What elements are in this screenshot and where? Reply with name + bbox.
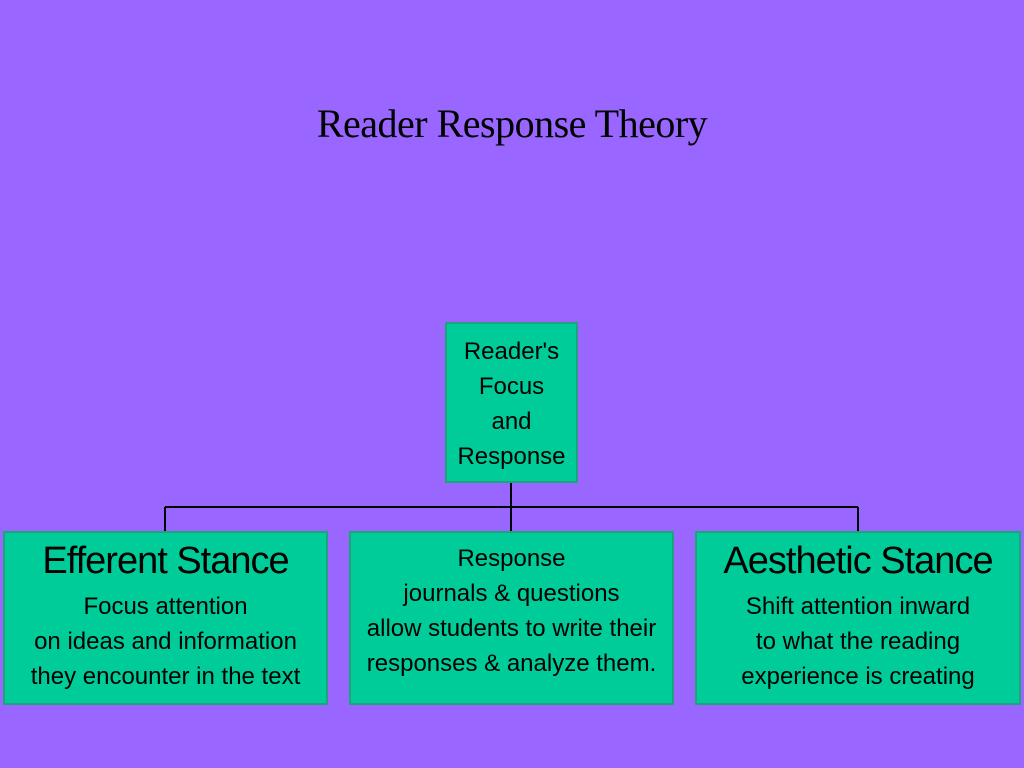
- response-line: allow students to write their: [366, 615, 657, 642]
- efferent-line: Focus attention: [83, 593, 248, 620]
- efferent-stance-heading: Efferent Stance: [42, 540, 289, 582]
- aesthetic-line: to what the reading: [755, 628, 961, 655]
- aesthetic-line: experience is creating: [741, 663, 975, 690]
- response-line: responses & analyze them.: [366, 650, 657, 677]
- aesthetic-line: Shift attention inward: [745, 593, 971, 620]
- root-node-readers-focus: Reader's Focus and Response: [445, 322, 578, 483]
- aesthetic-stance-heading: Aesthetic Stance: [723, 540, 993, 582]
- efferent-line: on ideas and information: [34, 628, 297, 655]
- root-line: Focus: [478, 373, 545, 400]
- root-line: Reader's: [463, 338, 560, 365]
- slide-title: Reader Response Theory: [316, 101, 708, 146]
- efferent-stance-node: Efferent Stance Focus attention on ideas…: [3, 531, 328, 705]
- response-line: journals & questions: [403, 580, 620, 607]
- root-line: Response: [457, 443, 566, 470]
- efferent-line: they encounter in the text: [30, 663, 301, 690]
- response-journals-node: Response journals & questions allow stud…: [349, 531, 674, 705]
- root-line: and: [491, 408, 532, 435]
- response-line: Response: [457, 545, 566, 572]
- aesthetic-stance-node: Aesthetic Stance Shift attention inward …: [695, 531, 1021, 705]
